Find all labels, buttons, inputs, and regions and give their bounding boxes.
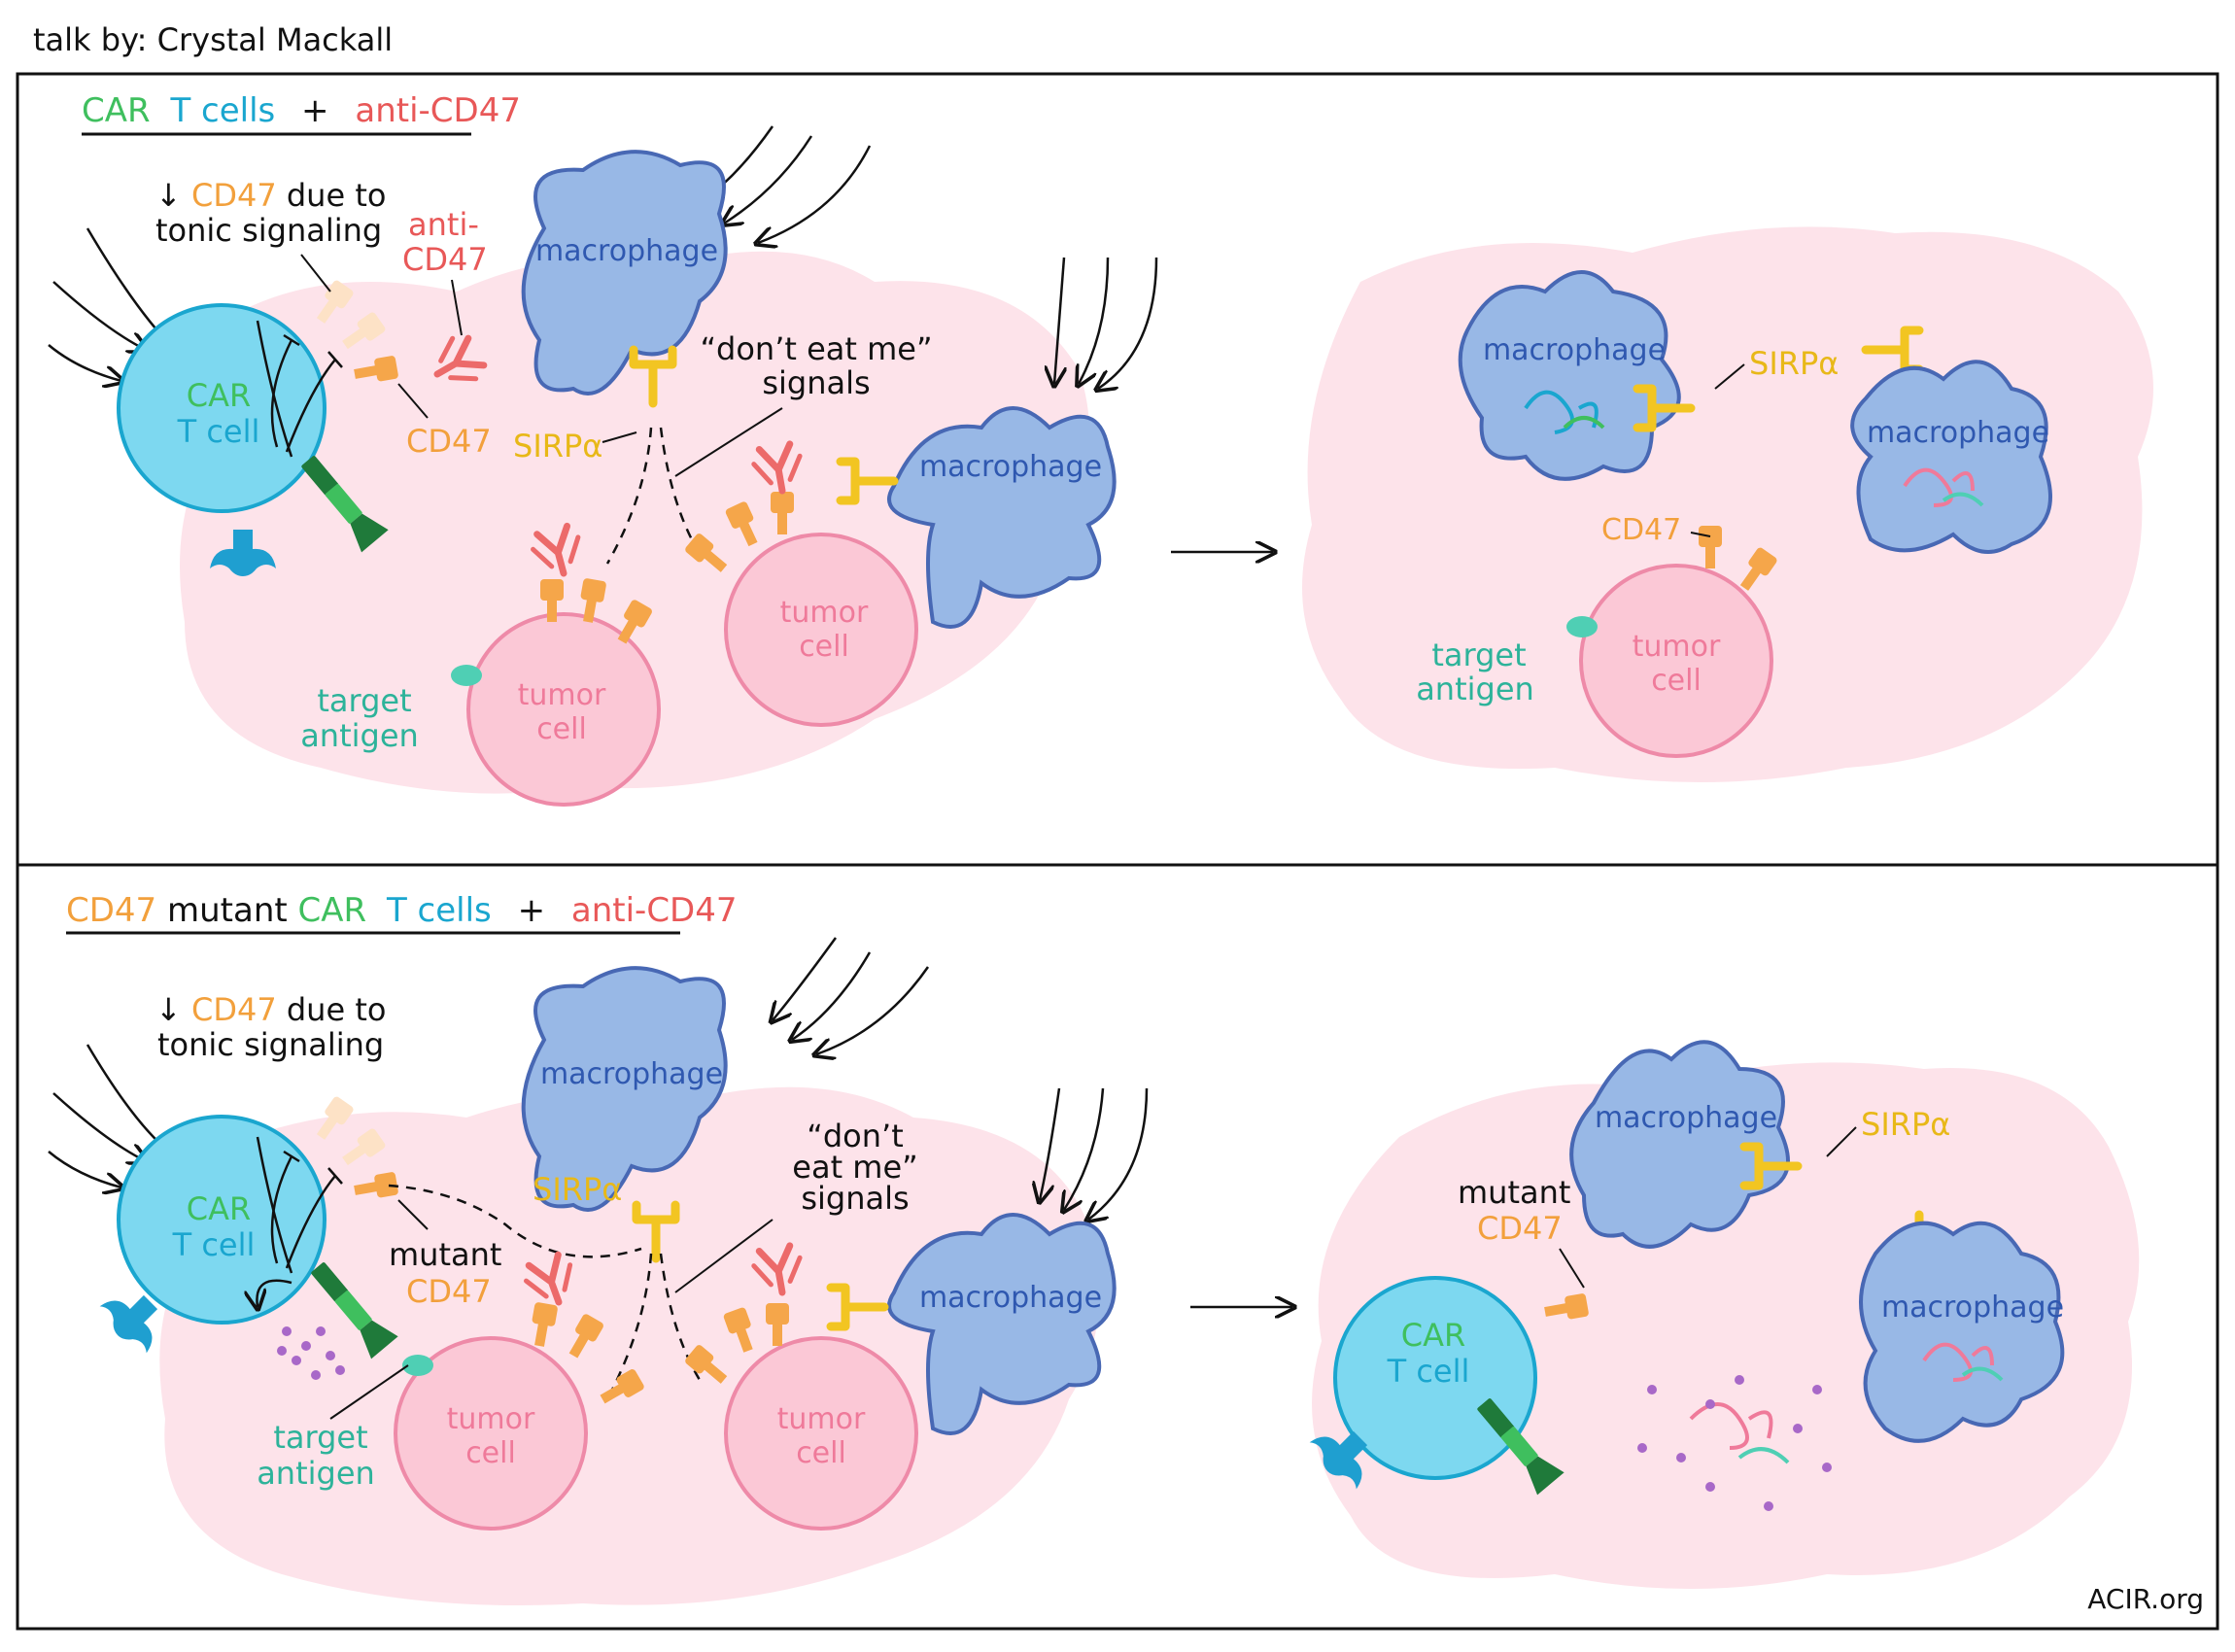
svg-text:mutant: mutant	[389, 1236, 501, 1273]
svg-text:T cell: T cell	[172, 1226, 256, 1263]
svg-text:SIRPα: SIRPα	[513, 428, 602, 465]
svg-text:↓ CD47 due to: ↓ CD47 due to	[155, 991, 386, 1028]
svg-text:tumor: tumor	[780, 596, 869, 630]
svg-text:macrophage: macrophage	[919, 1281, 1102, 1315]
svg-text:SIRPα: SIRPα	[533, 1171, 622, 1208]
svg-text:CD47: CD47	[402, 241, 488, 278]
credit-text: talk by: Crystal Mackall	[33, 21, 393, 58]
svg-text:macrophage: macrophage	[1867, 416, 2049, 450]
svg-text:mutant: mutant	[1458, 1174, 1570, 1211]
svg-text:macrophage: macrophage	[1881, 1291, 2064, 1325]
svg-text:cell: cell	[1651, 664, 1702, 698]
svg-text:antigen: antigen	[257, 1455, 375, 1492]
svg-text:macrophage: macrophage	[535, 234, 718, 268]
tumor-cell-right	[724, 533, 918, 727]
macrophage-eating-1	[1458, 270, 1681, 481]
svg-text:CD47: CD47	[1601, 513, 1681, 547]
tumor-cell-left	[466, 612, 661, 807]
car-t-cell-2	[117, 1115, 327, 1325]
svg-text:tumor: tumor	[1633, 630, 1721, 664]
incoming-arrows	[48, 125, 1158, 389]
svg-text:SIRPα: SIRPα	[1861, 1106, 1950, 1143]
svg-text:CAR: CAR	[187, 1190, 251, 1227]
svg-text:T cell: T cell	[177, 413, 260, 450]
svg-text:antigen: antigen	[1416, 671, 1534, 707]
panel1-title: CAR T cells + anti-CD47	[82, 91, 521, 130]
svg-text:CD47: CD47	[406, 1273, 492, 1310]
svg-text:target: target	[317, 682, 411, 719]
svg-text:SIRPα: SIRPα	[1749, 345, 1839, 382]
svg-text:macrophage: macrophage	[919, 450, 1102, 484]
svg-text:target: target	[1431, 637, 1526, 673]
svg-text:anti-: anti-	[408, 206, 479, 243]
car-t-cell	[117, 303, 327, 513]
car-t-cell-label: CAR	[187, 377, 251, 414]
tumor-cell-right-panel	[1579, 564, 1773, 758]
svg-text:CD47: CD47	[406, 423, 492, 460]
panel-bottom-frame	[16, 863, 2219, 1631]
source-text: ACIR.org	[2087, 1583, 2204, 1615]
svg-text:CAR: CAR	[1401, 1317, 1465, 1354]
svg-text:tumor: tumor	[518, 678, 606, 712]
svg-text:cell: cell	[796, 1436, 846, 1470]
svg-text:“don’t: “don’t	[807, 1118, 903, 1154]
svg-text:eat me”: eat me”	[792, 1149, 917, 1186]
svg-text:signals: signals	[801, 1180, 909, 1217]
panel-top: CAR T cells + anti-CD47 CAR T cell	[48, 91, 2153, 807]
svg-text:antigen: antigen	[300, 717, 419, 754]
svg-text:T cell: T cell	[1387, 1353, 1470, 1390]
macrophage-right	[887, 406, 1117, 629]
svg-text:tumor: tumor	[447, 1402, 535, 1436]
svg-text:↓ CD47 due to: ↓ CD47 due to	[155, 177, 386, 214]
svg-text:“don’t eat me”: “don’t eat me”	[700, 330, 932, 367]
svg-text:tonic signaling: tonic signaling	[157, 1026, 384, 1063]
svg-text:cell: cell	[799, 630, 849, 664]
svg-text:target: target	[273, 1419, 367, 1456]
panel-bottom: CD47 mutant CAR T cells + anti-CD47 CAR …	[48, 891, 2140, 1605]
svg-text:cell: cell	[536, 712, 587, 746]
svg-text:tonic signaling: tonic signaling	[155, 212, 382, 249]
svg-text:CD47: CD47	[1477, 1210, 1563, 1247]
macrophage-top	[521, 150, 728, 396]
svg-text:macrophage: macrophage	[1483, 333, 1666, 367]
panel2-title: CD47 mutant CAR T cells + anti-CD47	[66, 891, 738, 930]
svg-text:macrophage: macrophage	[1595, 1101, 1777, 1135]
svg-text:cell: cell	[465, 1436, 516, 1470]
svg-text:tumor: tumor	[777, 1402, 866, 1436]
macrophage-eating-2	[1850, 360, 2052, 554]
svg-text:macrophage: macrophage	[540, 1057, 723, 1091]
svg-text:signals: signals	[762, 364, 870, 401]
